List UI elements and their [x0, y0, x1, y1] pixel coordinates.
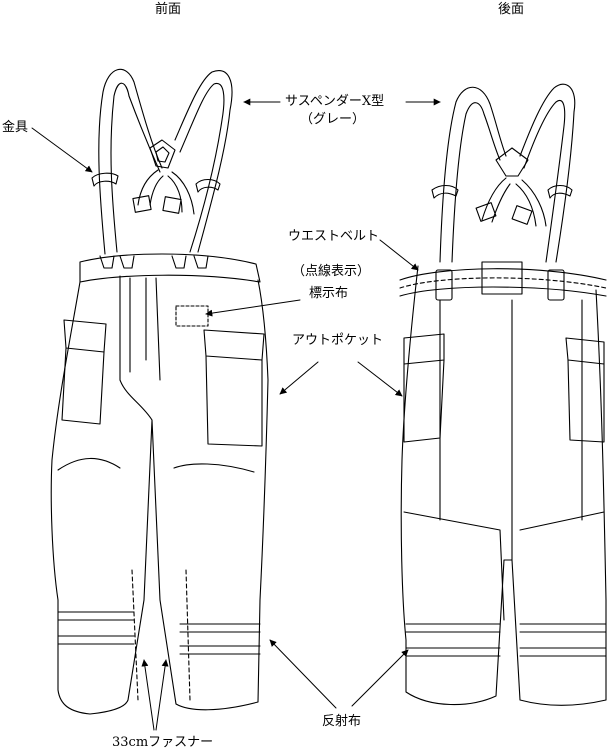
zipper-label: 33cmファスナー: [112, 735, 214, 750]
front-view-title: 前面: [155, 2, 182, 17]
front-silhouette: [50, 279, 269, 715]
dotted-note-label: （点線表示）: [292, 264, 371, 279]
out-pocket-label: アウトポケット: [292, 333, 384, 348]
front-pants: [50, 68, 269, 715]
back-suspender: [431, 83, 576, 263]
metal-fitting-label: 金具: [2, 120, 29, 135]
back-silhouette: [400, 265, 607, 706]
tag-cloth-label: 標示布: [309, 286, 349, 301]
suspender-color-label: （グレー）: [300, 112, 366, 127]
reflective-cloth-label: 反射布: [322, 714, 362, 729]
callout-arrows: [31, 98, 441, 731]
suspender-label: サスペンダーX型: [285, 94, 385, 109]
waist-belt-label: ウエストベルト: [288, 229, 380, 244]
back-view-title: 後面: [498, 2, 525, 17]
front-suspender: [91, 68, 233, 269]
back-pants: [399, 83, 607, 706]
